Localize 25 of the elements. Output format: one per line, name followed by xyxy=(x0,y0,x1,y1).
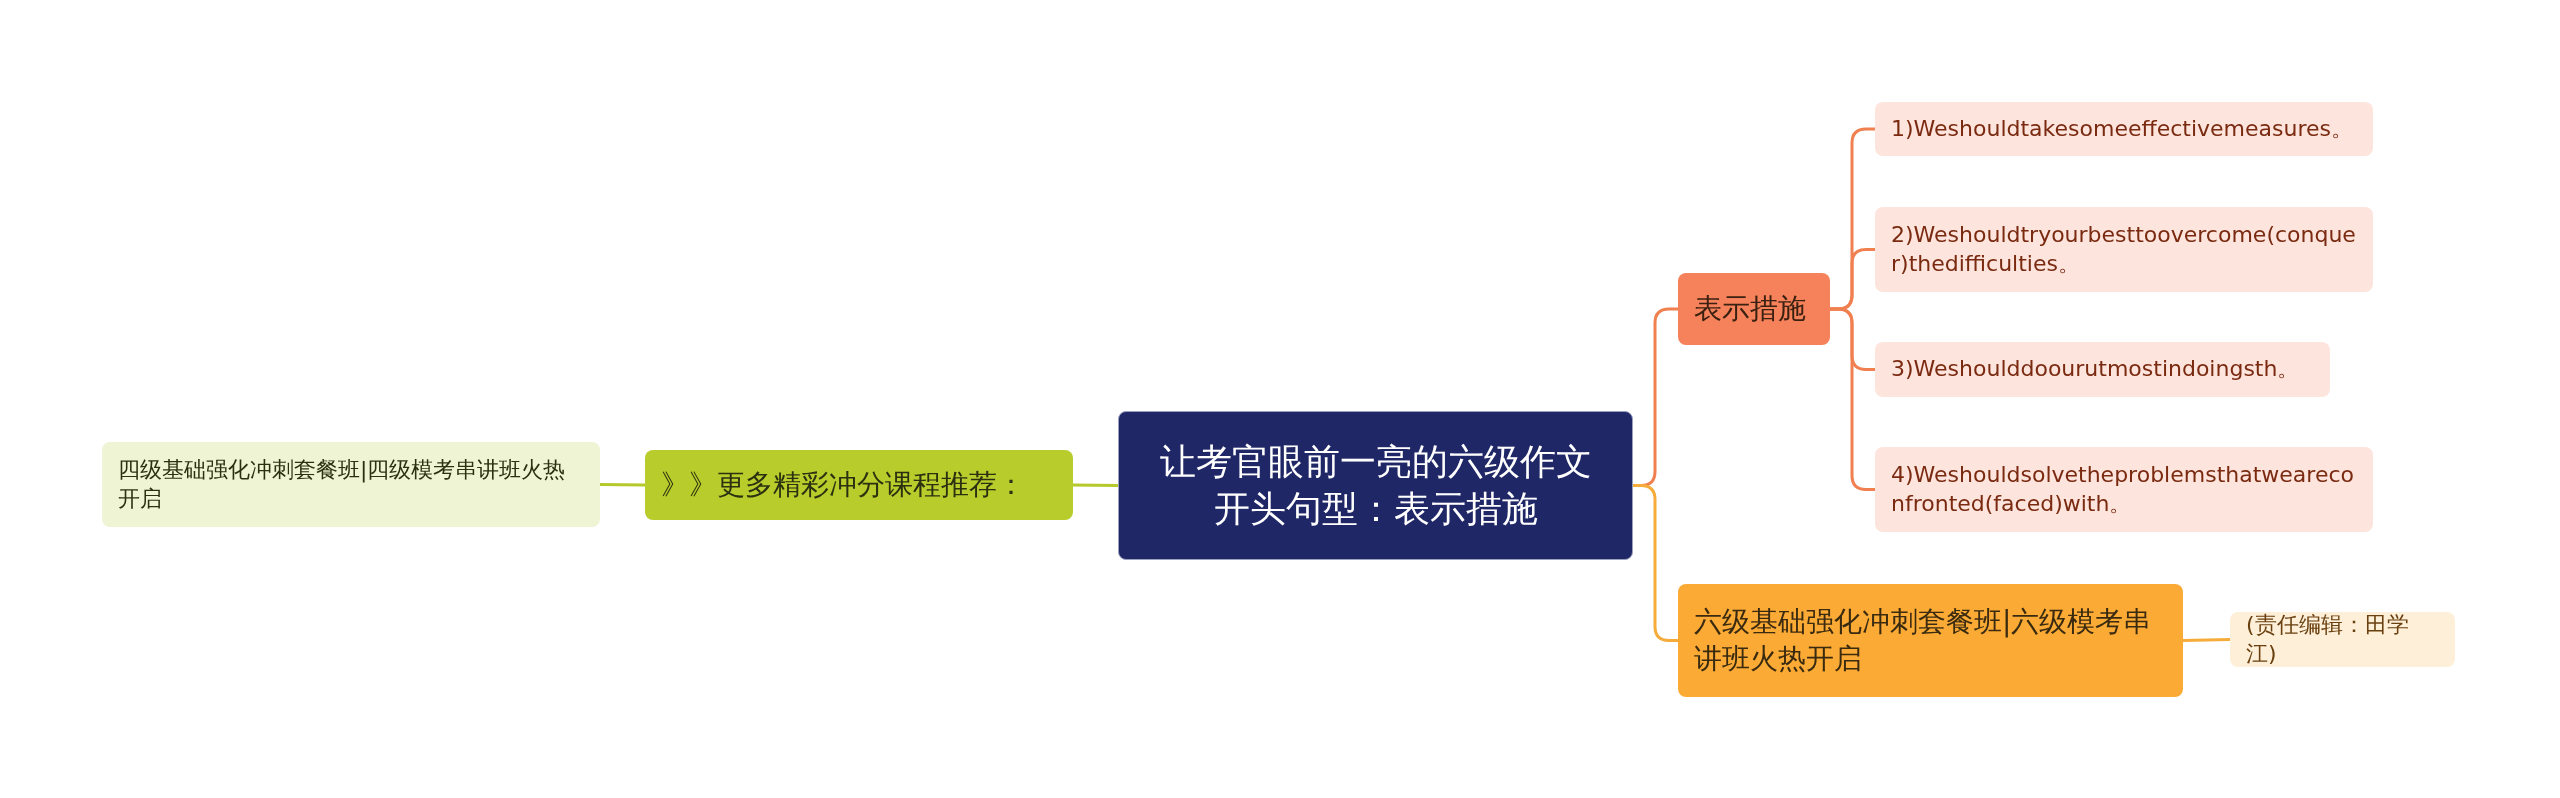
subtopic-box xyxy=(1875,102,2373,156)
subtopic-box xyxy=(1875,342,2330,397)
connector-line xyxy=(2182,638,2231,642)
topic-text: (责任编辑：田学江) xyxy=(2246,610,2410,668)
connector-line xyxy=(1073,483,1118,487)
topic-text: 》》更多精彩冲分课程推荐： xyxy=(661,466,1025,503)
connector-line xyxy=(1633,484,1678,642)
topic-text: 2)Weshouldtryourbesttoovercome(conquer)thedifficulties。 xyxy=(1891,220,2357,278)
topic-text: 六级基础强化冲刺套餐班|六级模考串讲班火热开启 xyxy=(1694,604,2153,677)
connector-line xyxy=(1830,307,1875,491)
topic-text: 4)Weshouldsolvetheproblemsthatweareconfronted(faced)with。 xyxy=(1891,460,2355,518)
subtopic-box xyxy=(102,442,600,527)
topic-text: 1)Weshouldtakesomeeffectivemeasures。 xyxy=(1891,114,2353,143)
branch-topic-box xyxy=(645,450,1073,520)
subtopic-box xyxy=(2230,612,2455,667)
central-topic-box xyxy=(1118,411,1633,560)
topic-text: 四级基础强化冲刺套餐班|四级模考串讲班火热开启 xyxy=(118,455,567,513)
subtopic-box xyxy=(1875,447,2373,532)
connector-line xyxy=(600,483,645,487)
branch-topic-box xyxy=(1678,584,2183,697)
subtopic-box xyxy=(1875,207,2373,292)
topic-text: 让考官眼前一亮的六级作文开头句型：表示措施 xyxy=(1158,439,1593,531)
topic-text: 表示措施 xyxy=(1694,290,1806,327)
topic-text: 3)Weshoulddoourutmostindoingsth。 xyxy=(1891,355,2300,384)
branch-topic-box xyxy=(1678,273,1830,345)
